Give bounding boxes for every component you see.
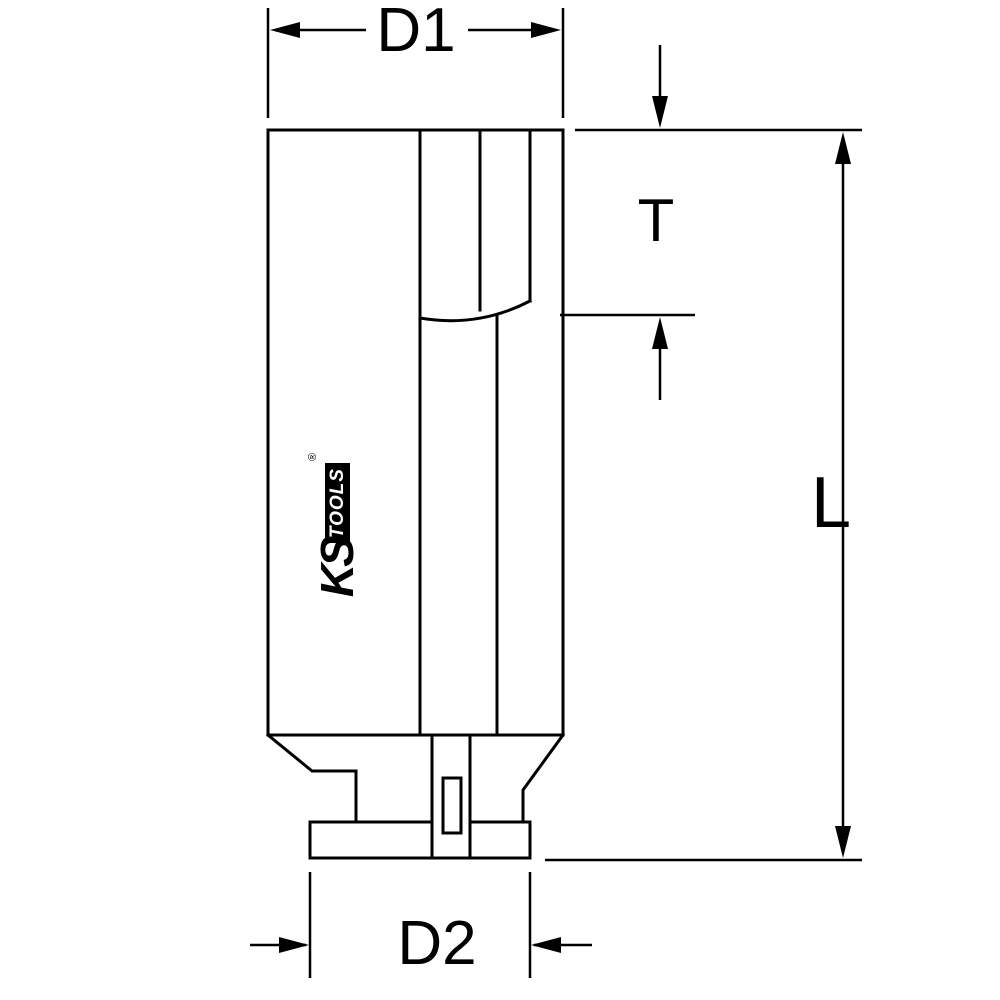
arrowhead-left-icon bbox=[531, 937, 561, 953]
arrowhead-down-icon bbox=[652, 96, 668, 128]
arrowhead-up-icon bbox=[835, 132, 851, 164]
dimension-d2 bbox=[250, 872, 592, 978]
arrowhead-up-icon bbox=[652, 317, 668, 349]
socket-drive-end bbox=[265, 732, 566, 860]
socket-body-outline bbox=[266, 128, 565, 737]
arrowhead-right-icon bbox=[531, 22, 561, 38]
ks-tools-logo: KS TOOLS ® bbox=[307, 440, 367, 610]
dimension-l bbox=[545, 132, 862, 862]
dimension-label-t: T bbox=[637, 187, 675, 254]
logo-tools-text: TOOLS bbox=[324, 463, 350, 544]
dimension-label-l: L bbox=[810, 463, 852, 543]
logo-ks-text: KS bbox=[311, 539, 363, 598]
registered-trademark-icon: ® bbox=[307, 452, 319, 462]
dimension-label-d1: D1 bbox=[376, 0, 456, 65]
dimension-d1 bbox=[266, 8, 565, 118]
drive-pin-hole bbox=[441, 776, 463, 835]
dimension-t bbox=[560, 45, 862, 400]
arrowhead-down-icon bbox=[835, 826, 851, 858]
dimension-label-d2: D2 bbox=[397, 909, 477, 978]
arrowhead-right-icon bbox=[279, 937, 309, 953]
arrowhead-left-icon bbox=[270, 22, 300, 38]
